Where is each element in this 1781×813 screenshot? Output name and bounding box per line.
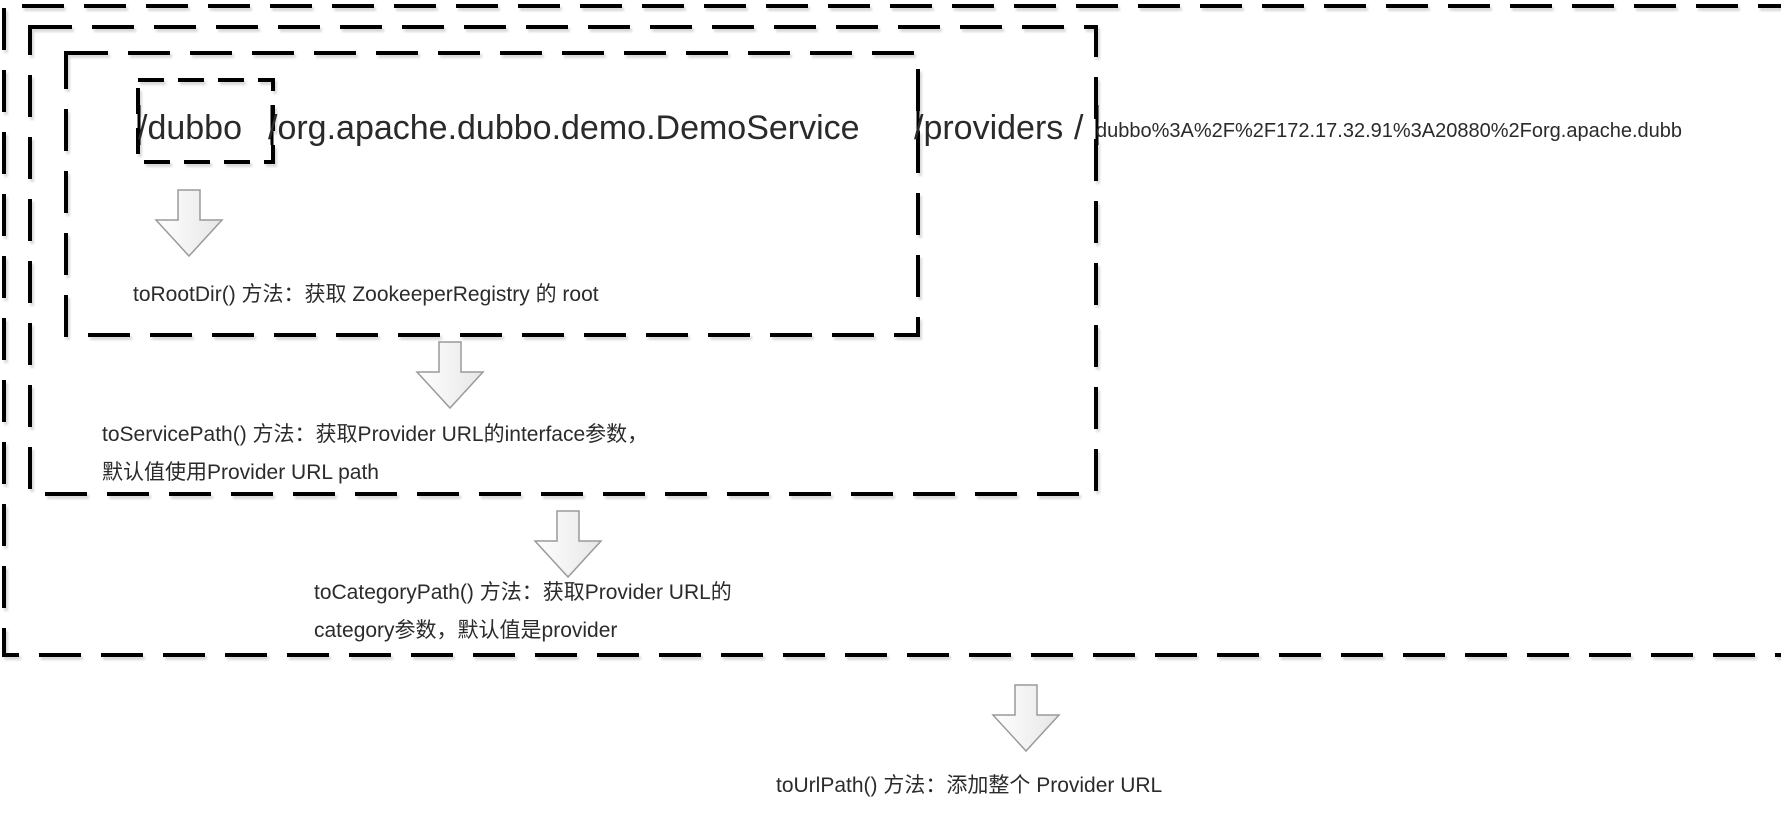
step-url-path-label: toUrlPath() 方法：添加整个 Provider URL <box>776 767 1162 805</box>
step-line: toRootDir() 方法：获取 ZookeeperRegistry 的 ro… <box>133 283 599 306</box>
path-segment-service: /org.apache.dubbo.demo.DemoService <box>268 109 860 147</box>
path-segment-root: /dubbo <box>138 109 242 147</box>
step-category-path-label: toCategoryPath() 方法：获取Provider URL的 cate… <box>314 574 732 650</box>
step-line: toUrlPath() 方法：添加整个 Provider URL <box>776 774 1163 797</box>
step-line: 默认值使用Provider URL path <box>102 461 379 484</box>
service-scope-box <box>28 25 1098 496</box>
path-segment-slash: / <box>1074 109 1084 147</box>
step-service-path-label: toServicePath() 方法：获取Provider URL的interf… <box>102 416 648 492</box>
down-arrow-icon <box>991 684 1061 753</box>
down-arrow-icon <box>415 341 485 410</box>
step-line: toCategoryPath() 方法：获取Provider URL的 <box>314 581 732 604</box>
path-segment-url: dubbo%3A%2F%2F172.17.32.91%3A20880%2Forg… <box>1096 120 1682 142</box>
step-line: category参数，默认值是provider <box>314 619 618 642</box>
down-arrow-icon <box>154 189 224 258</box>
down-arrow-icon <box>533 510 603 579</box>
root-scope-box <box>64 51 920 337</box>
step-root-dir-label: toRootDir() 方法：获取 ZookeeperRegistry 的 ro… <box>133 276 599 314</box>
category-scope-box <box>2 4 1781 657</box>
path-segment-category: /providers <box>914 109 1064 147</box>
step-line: toServicePath() 方法：获取Provider URL的interf… <box>102 423 649 446</box>
